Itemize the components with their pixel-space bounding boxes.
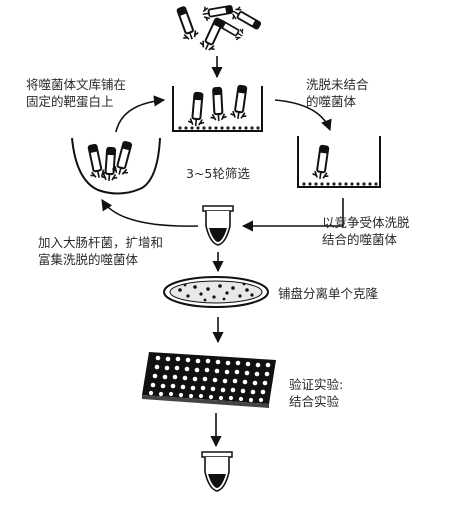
label-wash-unbound: 洗脱未结合 的噬菌体 (306, 77, 369, 109)
arrow-tube-to-flask (101, 199, 199, 227)
arrow-flask-to-vessel (115, 95, 166, 133)
panning-vessel (172, 84, 263, 132)
label-competitive-elute: 以竞争受体洗脱 结合的噬菌体 (322, 215, 410, 247)
arrow-wash-to-tube (241, 198, 344, 232)
label-verify: 验证实验: 结合实验 (289, 377, 344, 409)
final-tube (201, 451, 233, 492)
microtiter-plate (142, 352, 276, 408)
label-coat-library: 将噬菌体文库铺在 固定的靶蛋白上 (26, 77, 127, 109)
plating-dish (163, 276, 269, 308)
elution-tube (202, 205, 234, 246)
wash-vessel (297, 136, 381, 188)
label-plate-clones: 铺盘分离单个克隆 (278, 286, 379, 301)
phage-library-icon (172, 1, 264, 54)
arrow-vessel-to-wash (274, 99, 332, 132)
label-rounds: 3~5轮筛选 (186, 166, 250, 181)
amplification-flask (71, 137, 161, 195)
label-infect-amplify: 加入大肠杆菌，扩增和 富集洗脱的噬菌体 (38, 235, 164, 267)
